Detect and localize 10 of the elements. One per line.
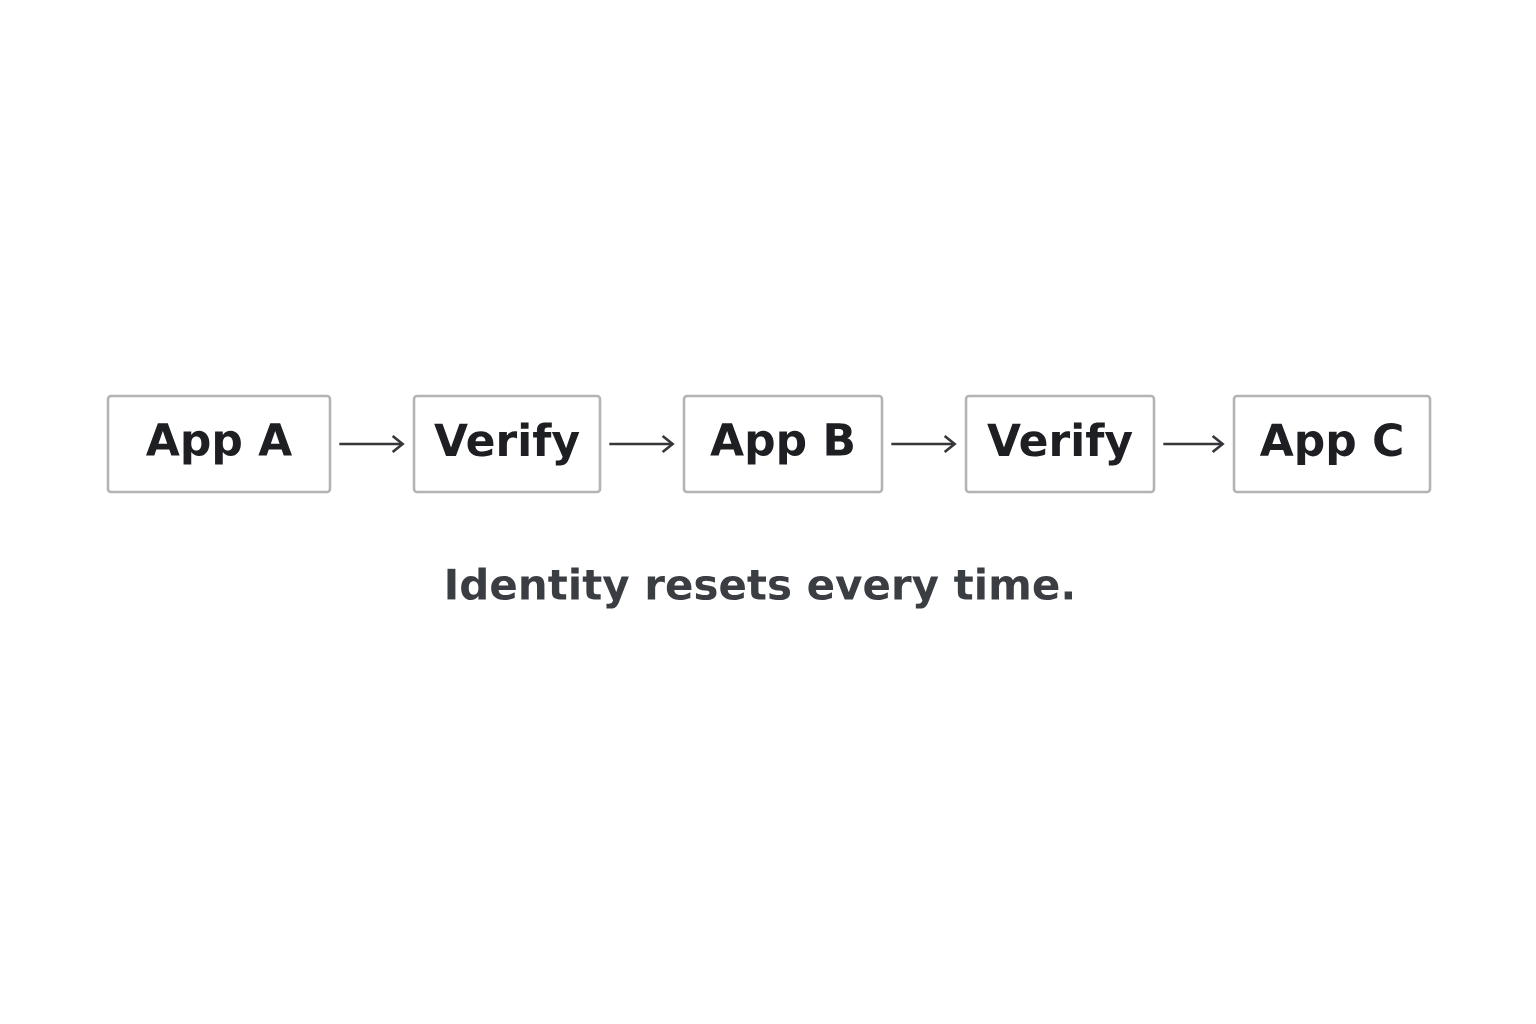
process-box: Verify bbox=[964, 394, 1156, 494]
arrow bbox=[609, 434, 675, 453]
arrow bbox=[1163, 434, 1225, 453]
arrow bbox=[891, 434, 957, 453]
caption: Identity resets every time. bbox=[447, 567, 1073, 609]
arrow bbox=[339, 434, 405, 453]
process-box: Verify bbox=[412, 394, 602, 494]
process-box: App B bbox=[682, 394, 884, 494]
process-box: App A bbox=[106, 394, 332, 494]
process-box: App C bbox=[1232, 394, 1432, 494]
